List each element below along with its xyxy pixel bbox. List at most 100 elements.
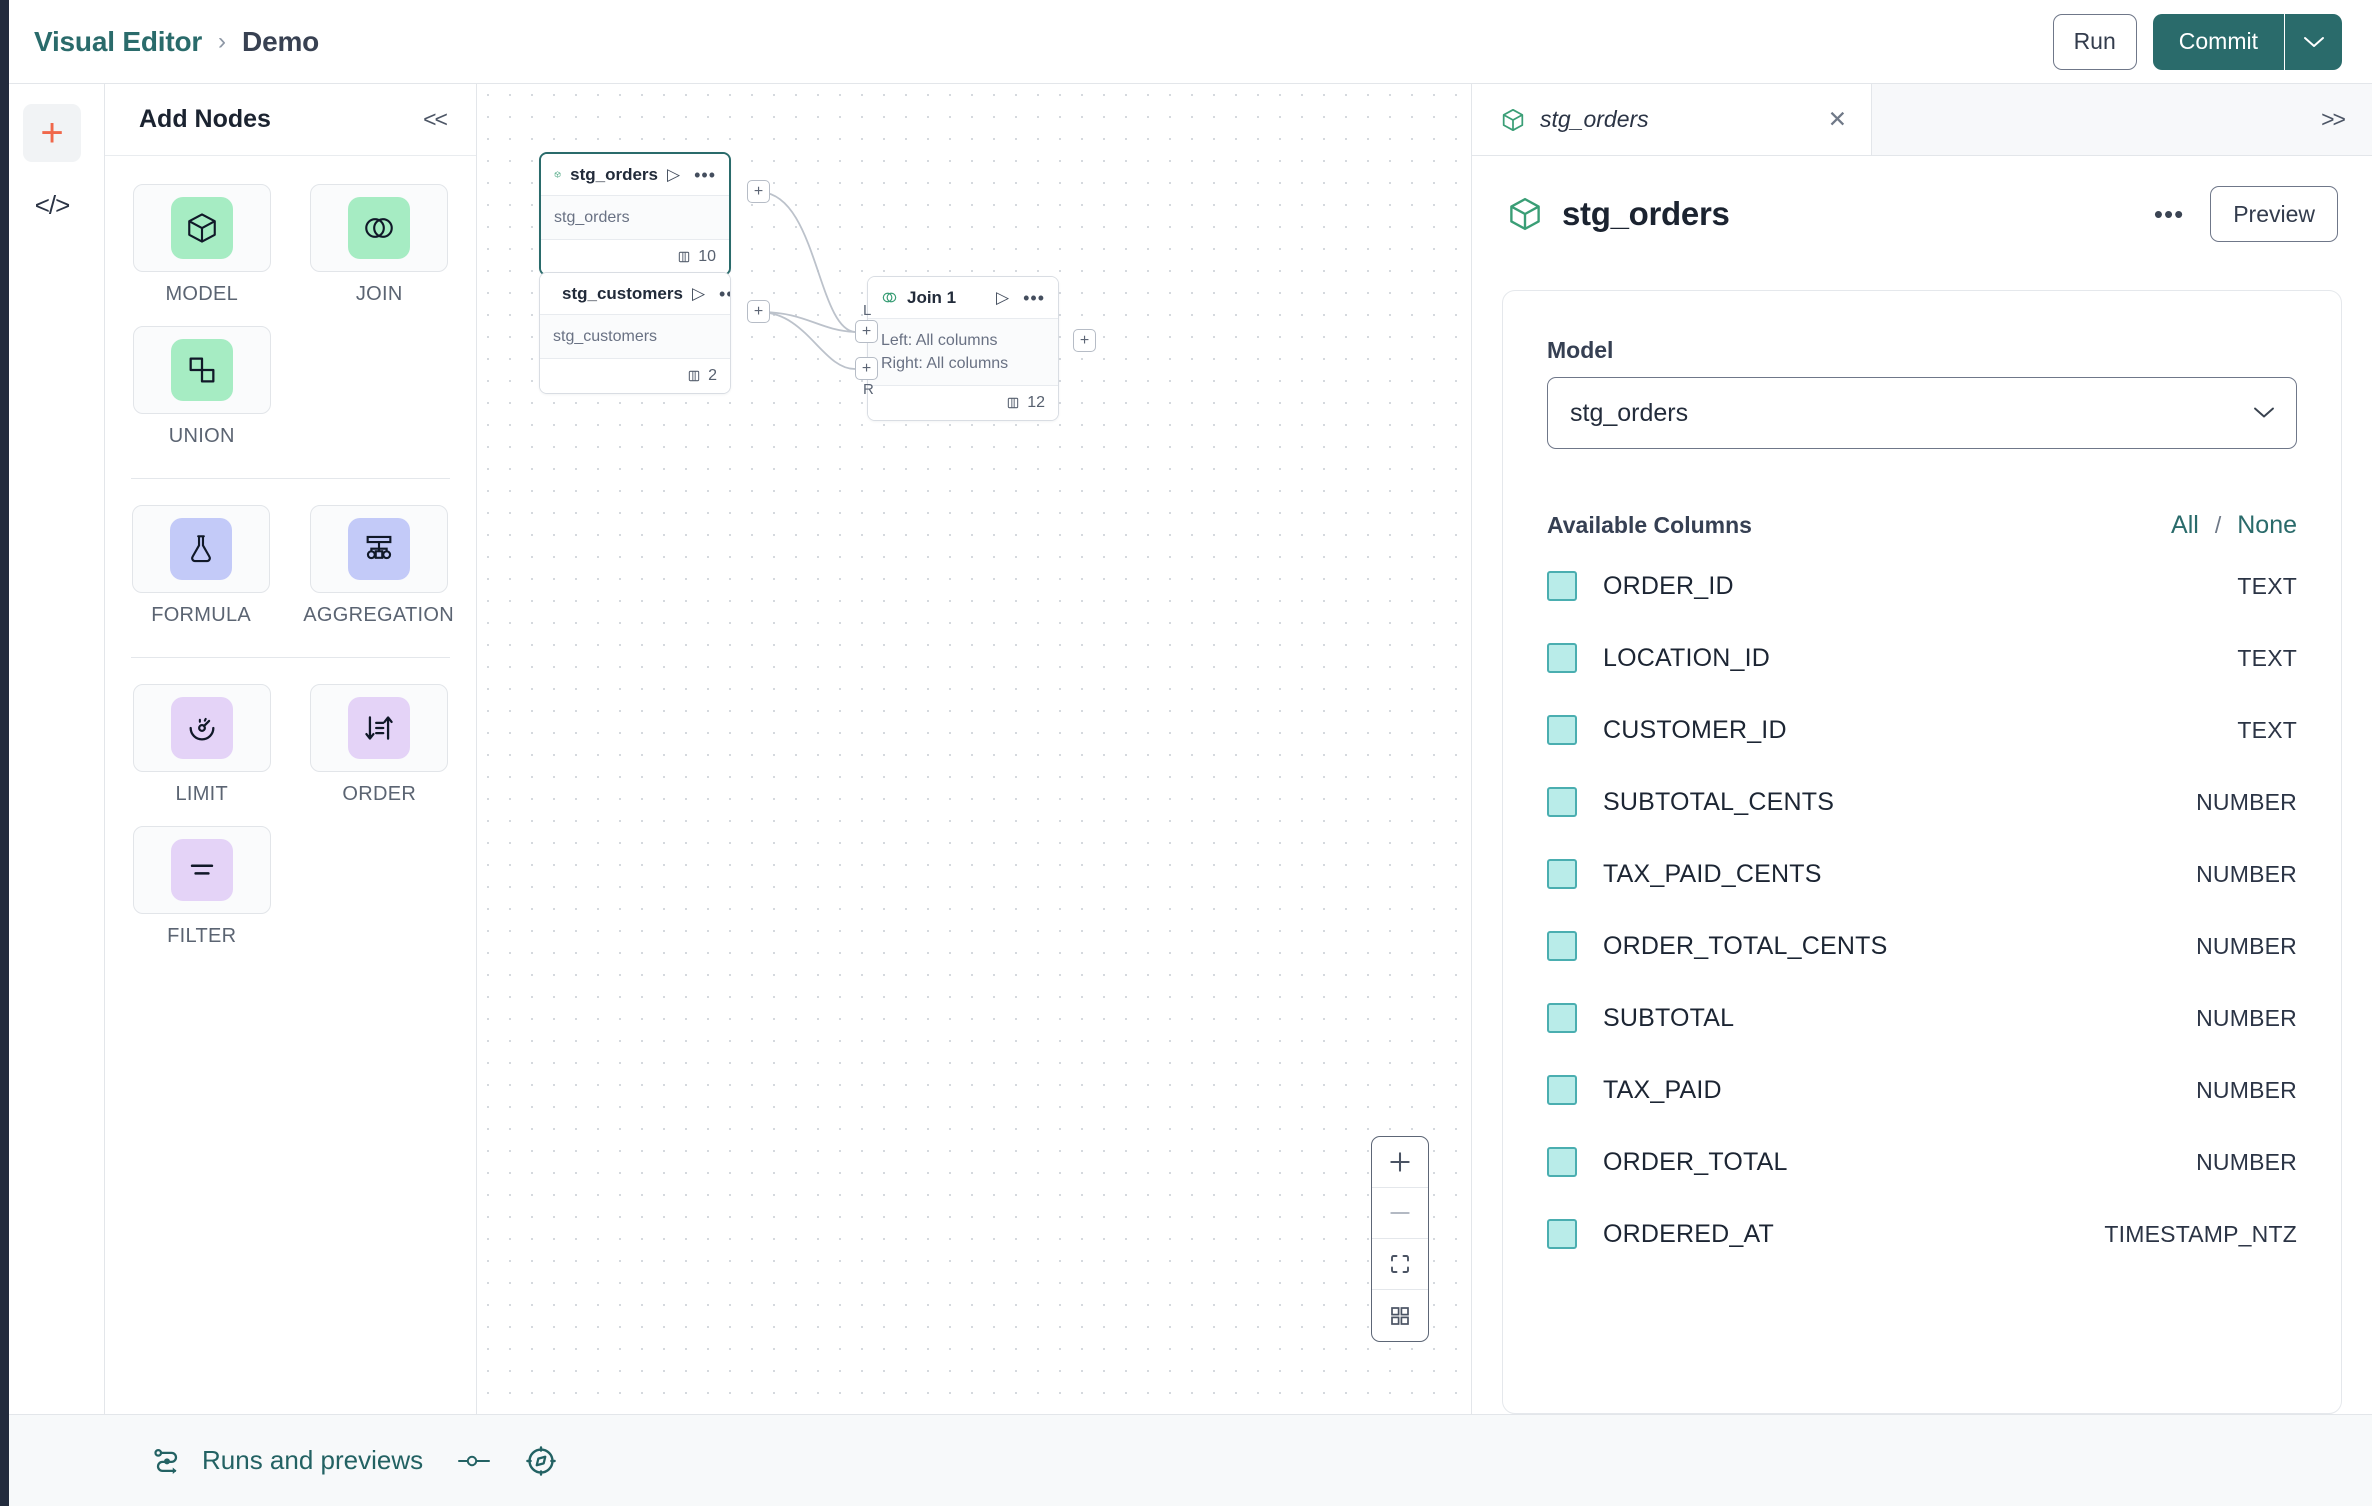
tab-stg-orders[interactable]: stg_orders ✕ bbox=[1472, 84, 1872, 155]
node-option-union[interactable]: UNION bbox=[127, 326, 277, 448]
column-type: NUMBER bbox=[2196, 932, 2297, 959]
column-checkbox[interactable] bbox=[1547, 643, 1577, 673]
join-right-input-port[interactable]: + bbox=[855, 357, 878, 380]
available-columns-label: Available Columns bbox=[1547, 512, 1752, 538]
node-option-label: JOIN bbox=[355, 283, 403, 305]
node-option-limit[interactable]: LIMIT bbox=[127, 684, 277, 806]
toggle-switch-icon bbox=[457, 1451, 491, 1471]
node-option-join[interactable]: JOIN bbox=[305, 184, 455, 306]
available-columns-header: Available Columns All / None bbox=[1547, 511, 2297, 540]
zoom-in-button[interactable] bbox=[1372, 1137, 1428, 1188]
node-output-port-stg-orders[interactable]: + bbox=[747, 180, 770, 203]
join-output-port[interactable]: + bbox=[1073, 329, 1096, 352]
commit-dropdown-button[interactable] bbox=[2284, 13, 2342, 70]
details-header: stg_orders ••• Preview bbox=[1472, 156, 2372, 242]
node-header: Join 1 ▷ ••• bbox=[868, 277, 1058, 319]
node-swatch bbox=[170, 839, 233, 901]
breadcrumb: Visual Editor › Demo bbox=[34, 26, 319, 58]
commit-button[interactable]: Commit bbox=[2152, 13, 2284, 70]
columns-icon bbox=[1006, 396, 1020, 410]
play-icon[interactable]: ▷ bbox=[667, 165, 681, 184]
column-row[interactable]: SUBTOTAL_CENTS NUMBER bbox=[1547, 766, 2297, 838]
column-checkbox[interactable] bbox=[1547, 1075, 1577, 1105]
column-row[interactable]: ORDER_TOTAL_CENTS NUMBER bbox=[1547, 910, 2297, 982]
node-swatch bbox=[170, 339, 233, 401]
column-checkbox[interactable] bbox=[1547, 1147, 1577, 1177]
column-checkbox[interactable] bbox=[1547, 1003, 1577, 1033]
node-option-order[interactable]: ORDER bbox=[305, 684, 455, 806]
ellipsis-icon[interactable]: ••• bbox=[1023, 287, 1045, 308]
column-row[interactable]: ORDER_TOTAL NUMBER bbox=[1547, 1126, 2297, 1198]
node-body: Left: All columns Right: All columns bbox=[868, 319, 1058, 387]
node-option-aggregation[interactable]: AGGREGATION bbox=[303, 505, 454, 627]
play-icon[interactable]: ▷ bbox=[691, 284, 706, 303]
fit-screen-icon bbox=[1391, 1255, 1409, 1273]
node-swatch bbox=[170, 197, 233, 259]
rail-add-button[interactable]: + bbox=[23, 104, 81, 162]
select-none-link[interactable]: None bbox=[2237, 511, 2297, 539]
aggregation-tree-icon bbox=[366, 535, 392, 560]
zoom-out-button[interactable] bbox=[1372, 1188, 1428, 1239]
column-checkbox[interactable] bbox=[1547, 715, 1577, 745]
canvas-node-stg-orders[interactable]: stg_orders ▷ ••• stg_orders bbox=[539, 152, 731, 277]
node-swatch bbox=[348, 197, 411, 259]
minus-icon bbox=[1390, 1211, 1410, 1215]
column-checkbox[interactable] bbox=[1547, 931, 1577, 961]
node-body-line: stg_customers bbox=[553, 328, 658, 345]
column-row[interactable]: ORDER_ID TEXT bbox=[1547, 550, 2297, 622]
column-checkbox[interactable] bbox=[1547, 571, 1577, 601]
close-icon[interactable]: ✕ bbox=[1827, 106, 1847, 132]
filter-icon bbox=[190, 864, 213, 875]
column-name: ORDERED_AT bbox=[1603, 1219, 1775, 1248]
column-name: CUSTOMER_ID bbox=[1603, 715, 1787, 744]
ellipsis-icon[interactable]: ••• bbox=[2153, 199, 2185, 229]
column-checkbox[interactable] bbox=[1547, 859, 1577, 889]
explore-compass-button[interactable] bbox=[525, 1445, 557, 1477]
details-scroll-area[interactable]: Model stg_orders Available Columns All bbox=[1472, 242, 2372, 1414]
column-row[interactable]: CUSTOMER_ID TEXT bbox=[1547, 694, 2297, 766]
ellipsis-icon[interactable]: ••• bbox=[719, 283, 730, 304]
column-row[interactable]: SUBTOTAL NUMBER bbox=[1547, 982, 2297, 1054]
node-footer: 12 bbox=[868, 386, 1058, 421]
node-option-formula[interactable]: FORMULA bbox=[127, 505, 275, 627]
column-row[interactable]: LOCATION_ID TEXT bbox=[1547, 622, 2297, 694]
chevron-down-icon bbox=[2252, 400, 2276, 426]
details-panel: stg_orders ✕ >> stg_orders ••• Pr bbox=[1472, 84, 2372, 1414]
join-left-input-port[interactable]: + bbox=[855, 320, 878, 343]
runs-and-previews-button[interactable]: Runs and previews bbox=[150, 1445, 423, 1476]
play-icon[interactable]: ▷ bbox=[996, 288, 1010, 307]
select-all-link[interactable]: All bbox=[2171, 511, 2199, 539]
preview-button[interactable]: Preview bbox=[2210, 186, 2338, 242]
column-row[interactable]: ORDERED_AT TIMESTAMP_NTZ bbox=[1547, 1198, 2297, 1270]
union-shapes-icon bbox=[189, 357, 215, 383]
column-checkbox[interactable] bbox=[1547, 787, 1577, 817]
node-option-label: ORDER bbox=[342, 783, 417, 805]
node-option-filter[interactable]: FILTER bbox=[127, 826, 277, 948]
bottom-bar: Runs and previews bbox=[0, 1414, 2372, 1506]
rail-code-button[interactable]: </> bbox=[23, 176, 81, 234]
collapse-panel-button[interactable]: << bbox=[423, 106, 448, 132]
run-button[interactable]: Run bbox=[2052, 13, 2137, 70]
details-header-actions: ••• Preview bbox=[2154, 186, 2338, 242]
node-output-port-stg-customers[interactable]: + bbox=[747, 300, 770, 323]
canvas-node-join-1[interactable]: Join 1 ▷ ••• Left: All columns Right: Al… bbox=[867, 276, 1059, 422]
plus-icon bbox=[1390, 1152, 1410, 1172]
node-option-model[interactable]: MODEL bbox=[127, 184, 277, 306]
body-row: + </> Add Nodes << bbox=[0, 84, 2372, 1414]
expand-panel-button[interactable]: >> bbox=[2321, 106, 2346, 132]
breadcrumb-visual-editor[interactable]: Visual Editor bbox=[34, 25, 203, 57]
icon-rail: + </> bbox=[0, 84, 105, 1414]
column-row[interactable]: TAX_PAID_CENTS NUMBER bbox=[1547, 838, 2297, 910]
canvas-node-stg-customers[interactable]: stg_customers ▷ ••• stg_customers bbox=[539, 272, 731, 395]
flow-canvas[interactable]: stg_orders ▷ ••• stg_orders bbox=[477, 84, 1472, 1414]
breadcrumb-demo[interactable]: Demo bbox=[242, 25, 320, 57]
node-swatch bbox=[348, 697, 411, 759]
settings-toggle-button[interactable] bbox=[457, 1451, 491, 1471]
column-row[interactable]: TAX_PAID NUMBER bbox=[1547, 1054, 2297, 1126]
column-checkbox[interactable] bbox=[1547, 1219, 1577, 1249]
ellipsis-icon[interactable]: ••• bbox=[694, 164, 716, 185]
node-body: stg_customers bbox=[540, 315, 730, 360]
model-select[interactable]: stg_orders bbox=[1547, 377, 2297, 449]
fit-view-button[interactable] bbox=[1372, 1239, 1428, 1290]
grid-layout-button[interactable] bbox=[1372, 1290, 1428, 1341]
